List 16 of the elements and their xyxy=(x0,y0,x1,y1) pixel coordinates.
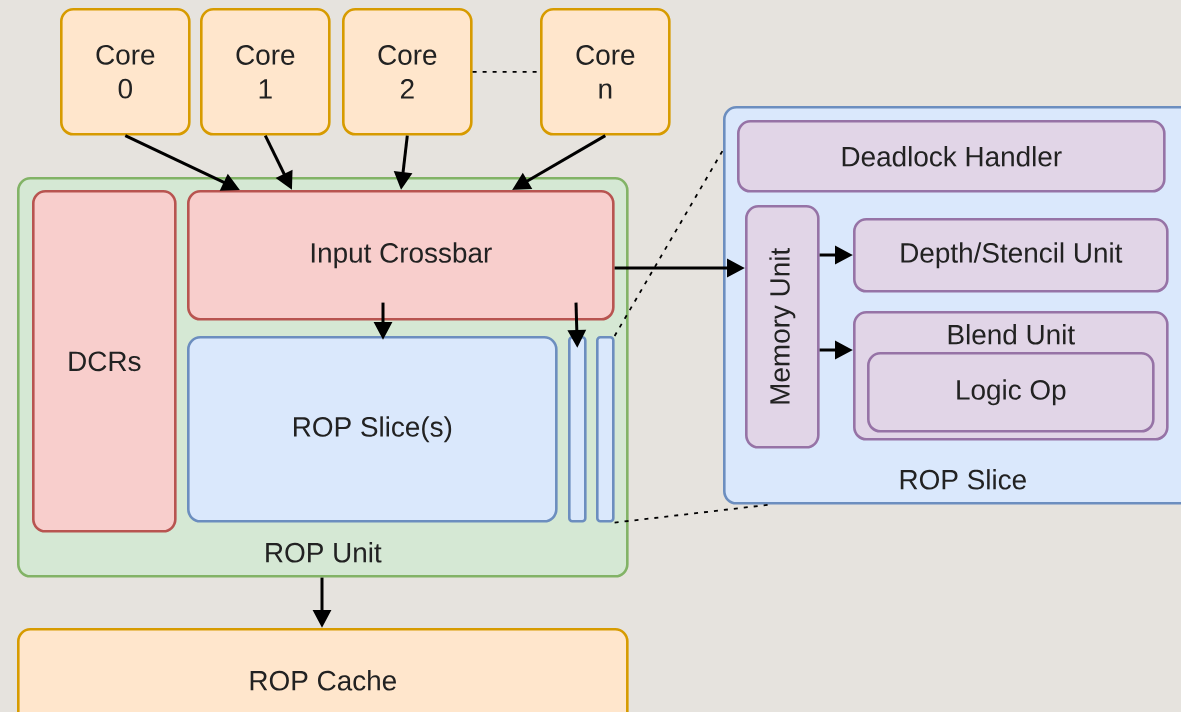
zoom-line xyxy=(613,503,771,524)
core-box: Core 2 xyxy=(342,8,473,136)
core-box: Core n xyxy=(540,8,671,136)
cache-box: ROP Cache xyxy=(17,628,629,712)
core-box: Core 1 xyxy=(200,8,331,136)
logic-box: Logic Op xyxy=(867,352,1155,433)
register-box: DCRs xyxy=(32,190,177,533)
memory-unit-box: Memory Unit xyxy=(745,205,820,449)
crossbar-box: Input Crossbar xyxy=(187,190,615,321)
slice-box: ROP Slice(s) xyxy=(187,336,558,523)
slice-bar xyxy=(568,336,587,523)
slice-bar xyxy=(596,336,615,523)
zoom-line xyxy=(613,149,724,337)
core-box: Core 0 xyxy=(60,8,191,136)
unit-box: Depth/Stencil Unit xyxy=(853,218,1169,293)
handler-box: Deadlock Handler xyxy=(737,120,1166,193)
